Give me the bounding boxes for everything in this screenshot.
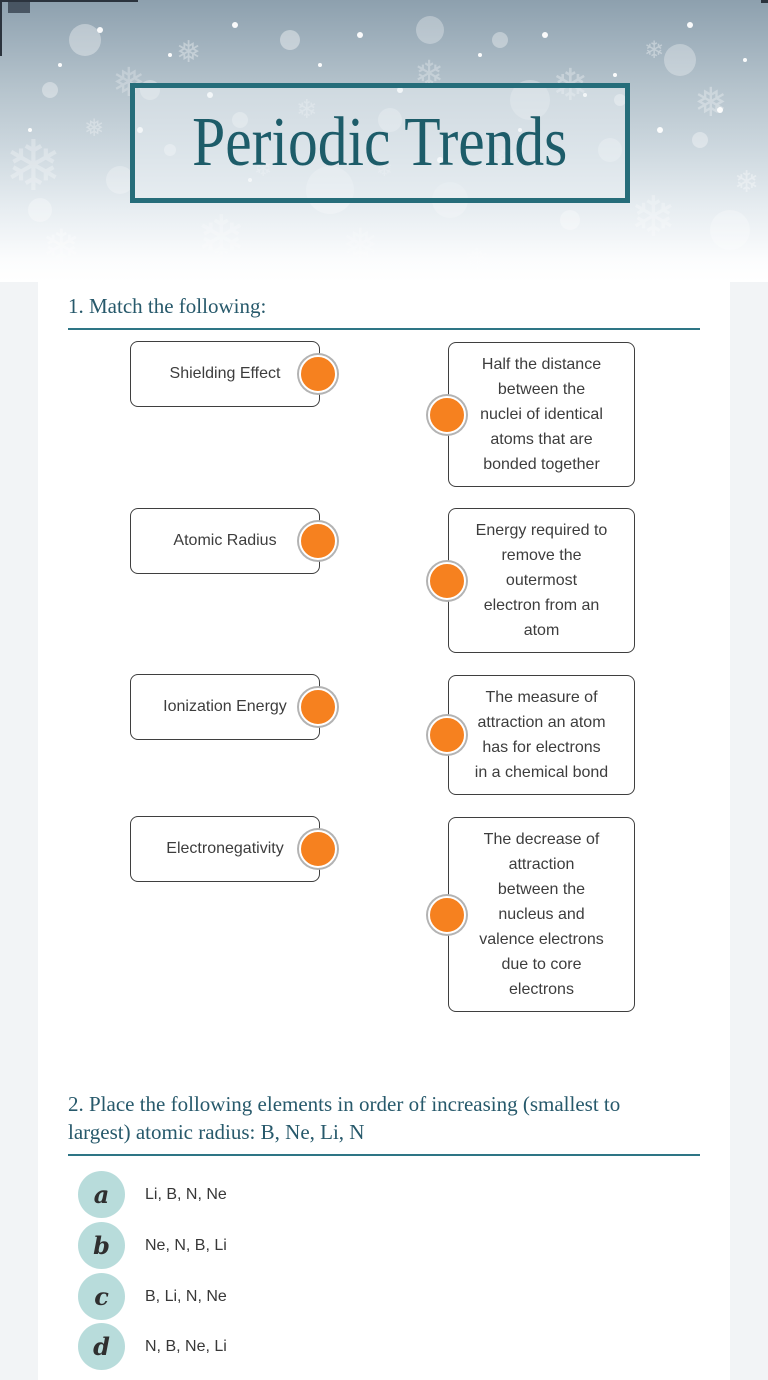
connector-dot[interactable] [299,830,337,868]
match-term-box[interactable]: Ionization Energy [130,674,337,740]
answer-option-d[interactable]: d N, B, Ne, Li [78,1323,678,1370]
answer-option-b[interactable]: b Ne, N, B, Li [78,1222,678,1269]
svg-text:❅: ❅ [694,80,728,126]
question-1-divider [68,328,700,330]
match-term-label: Electronegativity [166,840,284,857]
match-definition-box[interactable]: Energy required to remove the outermost … [428,508,635,653]
option-label: N, B, Ne, Li [145,1337,227,1355]
answer-option-c[interactable]: c B, Li, N, Ne [78,1273,678,1320]
svg-text:❄: ❄ [4,125,63,207]
svg-text:❅: ❅ [342,220,379,271]
match-definition-text: Energy required to remove the outermost … [475,522,608,639]
match-term-label: Ionization Energy [163,698,287,715]
connector-dot[interactable] [428,561,466,600]
svg-text:❅: ❅ [176,35,201,70]
match-term-label: Atomic Radius [173,532,277,549]
answer-option-a[interactable]: a Li, B, N, Ne [78,1171,678,1218]
option-label: Li, B, N, Ne [145,1185,227,1203]
svg-text:❄: ❄ [734,165,759,200]
banner-dark-edge-top [0,0,138,2]
connector-dot[interactable] [299,355,337,393]
connector-dot[interactable] [428,395,466,434]
option-letter-badge[interactable]: b [78,1222,125,1269]
match-term-box[interactable]: Electronegativity [130,816,337,882]
question-2-divider [68,1154,700,1156]
connector-dot[interactable] [299,522,337,560]
svg-text:❄: ❄ [630,185,677,250]
worksheet-title: Periodic Trends [192,104,568,181]
svg-text:❅: ❅ [464,243,489,278]
option-label: B, Li, N, Ne [145,1287,227,1305]
option-letter-badge[interactable]: c [78,1273,125,1320]
connector-dot[interactable] [428,716,466,754]
connector-dot[interactable] [428,895,466,934]
match-term-box[interactable]: Shielding Effect [130,341,337,407]
title-box: Periodic Trends [130,83,630,203]
match-definition-text: The measure of attraction an atom has fo… [474,689,609,781]
svg-text:❄: ❄ [644,36,664,64]
question-2-heading: 2. Place the following elements in order… [68,1092,621,1144]
banner-dark-corner-patch [8,2,30,13]
svg-text:❄: ❄ [196,203,246,273]
worksheet-card: 1. Match the following: Shielding Effect… [38,282,730,1380]
match-definition-text: Half the distance between the nuclei of … [480,356,603,473]
connector-dot[interactable] [299,688,337,726]
option-letter-badge[interactable]: a [78,1171,125,1218]
question-1-heading: 1. Match the following: [68,294,267,318]
svg-text:❄: ❄ [42,219,81,273]
option-label: Ne, N, B, Li [145,1236,227,1254]
match-term-box[interactable]: Atomic Radius [130,508,337,574]
match-term-label: Shielding Effect [169,365,281,382]
option-letter-badge[interactable]: d [78,1323,125,1370]
match-definition-box[interactable]: The measure of attraction an atom has fo… [428,675,635,795]
svg-text:❅: ❅ [84,114,104,142]
banner-dark-edge-left [0,0,2,56]
banner-dark-corner-right [761,0,768,3]
banner: ❄ ❄ ❅ ❄ ❅ ❄ ❅ ❄ ❅ ❄ ❄ ❅ ❄ ❄ ❅ ❄ ❅ ❄ [0,0,768,282]
match-definition-box[interactable]: Half the distance between the nuclei of … [428,342,635,487]
match-definition-box[interactable]: The decrease of attraction between the n… [428,817,635,1012]
match-definition-text: The decrease of attraction between the n… [479,831,604,998]
